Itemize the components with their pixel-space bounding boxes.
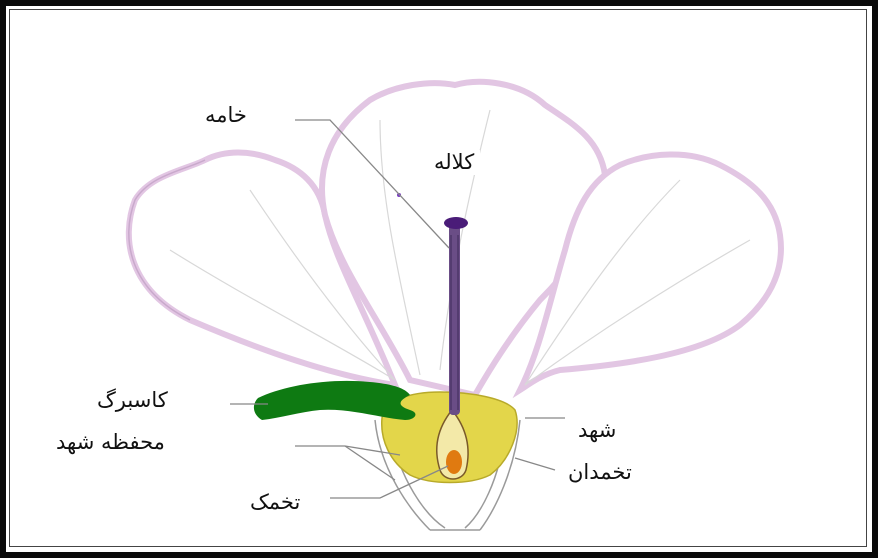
sepal-label: کاسبرگ [97,390,168,411]
ovary-label: تخمدان [568,462,632,483]
stigma-shape [444,217,468,229]
stigma-label: کلاله [428,150,480,175]
nectar-label: شهد [578,420,616,441]
ovule-label: تخمک [250,492,300,513]
nectar-chamber-label: محفظه شهد [56,432,165,453]
style-label: خامه [205,105,247,126]
sepal-shape [254,381,416,420]
ovule-shape [446,450,462,474]
